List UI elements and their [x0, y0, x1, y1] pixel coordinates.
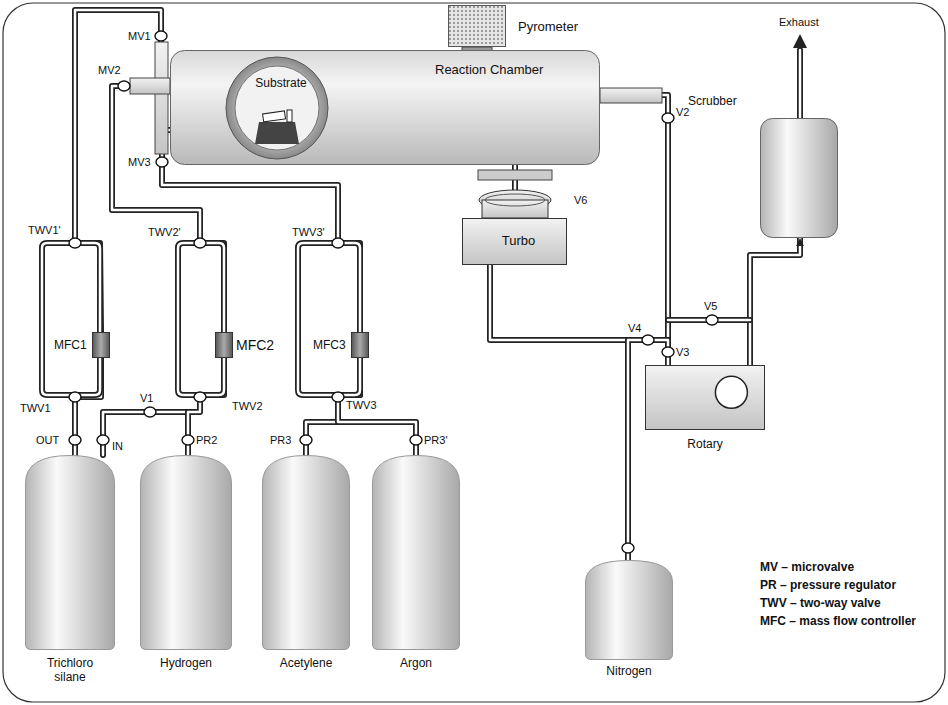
pipe-stroke: [750, 238, 800, 365]
pipe-stroke: [338, 358, 416, 455]
pyro-node: Pyrometer: [448, 5, 506, 47]
node-label: MFC1: [54, 338, 87, 352]
pyro-outline: [448, 5, 506, 47]
node-label: Nitrogen: [585, 664, 673, 678]
valve-label: MV3: [128, 156, 151, 169]
pipe-stroke: [490, 265, 668, 365]
valve-label: V1: [140, 392, 153, 405]
valve-label: MV1: [128, 30, 151, 43]
pipe-stroke: [103, 412, 188, 455]
valve-label: V2: [676, 106, 689, 119]
valve-label: TWV3': [292, 226, 325, 239]
scrub-outline: [760, 118, 838, 238]
cyl-node: Argon: [372, 455, 460, 650]
mfc-outline: [215, 332, 233, 358]
valve-label: V4: [628, 322, 641, 335]
cyl-node: Hydrogen: [140, 455, 232, 650]
valve-label: PR3: [270, 434, 291, 447]
cyl-node: Acetylene: [262, 455, 350, 650]
pipe-stroke: [103, 412, 188, 455]
cyl-outline: [140, 455, 232, 650]
gas-pipe: [600, 95, 668, 365]
pipe-stroke: [75, 10, 170, 332]
node-label: Reaction Chamber: [435, 62, 543, 78]
valve-label: IN: [112, 440, 123, 453]
node-label: Acetylene: [262, 656, 350, 670]
cyl-node: Trichloro silane: [25, 455, 115, 650]
gas-pipe: [490, 265, 668, 365]
substrate-outline: [225, 56, 329, 160]
gas-pipe: [750, 238, 804, 365]
scrub-node: Scrubber: [760, 118, 838, 238]
gas-pipe: [338, 358, 416, 455]
node-label: MFC3: [313, 338, 346, 352]
node-label: Argon: [372, 656, 460, 670]
valve-label: PR3': [424, 434, 448, 447]
valve-label: MV2: [98, 64, 121, 77]
chamber-node: Reaction ChamberSubstrate: [170, 50, 600, 165]
rotary-node: Rotary: [645, 365, 765, 430]
abbreviation-note: PR – pressure regulator: [760, 578, 896, 592]
node-label: Scrubber: [688, 94, 737, 108]
exhaust-label: Exhaust: [779, 16, 819, 29]
valve-label: TWV2': [148, 226, 181, 239]
valve-label: TWV2: [232, 400, 263, 413]
node-label: Turbo: [466, 233, 571, 249]
gas-pipe: [75, 10, 170, 332]
substrate-node: Substrate: [225, 56, 329, 160]
pipe-stroke: [600, 95, 668, 365]
node-label: Pyrometer: [518, 19, 578, 35]
cyl-node: Nitrogen: [585, 560, 673, 660]
cyl-outline: [25, 455, 115, 650]
valve-label: OUT: [36, 434, 59, 447]
rotary-outline: [645, 365, 765, 430]
mfc-node: MFC2: [215, 332, 233, 358]
mfc-node: MFC1: [92, 332, 110, 358]
node-label: Hydrogen: [140, 656, 232, 670]
node-label: Trichloro silane: [35, 656, 105, 685]
cyl-outline: [262, 455, 350, 650]
pipe-stroke: [750, 238, 800, 365]
valve-label: TWV3: [346, 399, 377, 412]
valve-label: V5: [704, 300, 717, 313]
valve-label: TWV1': [28, 224, 61, 237]
mfc-node: MFC3: [351, 332, 369, 358]
mfc-outline: [351, 332, 369, 358]
abbreviation-note: MV – microvalve: [760, 560, 854, 574]
valve-label: V3: [676, 346, 689, 359]
pipe-stroke: [338, 358, 416, 455]
abbreviation-note: MFC – mass flow controller: [760, 614, 916, 628]
arrow-head: [796, 238, 804, 246]
turbo-node: Turbo: [462, 218, 567, 265]
valve-label: PR2: [196, 434, 217, 447]
node-label: Substrate: [229, 76, 333, 90]
cyl-outline: [372, 455, 460, 650]
cyl-outline: [585, 560, 673, 660]
abbreviation-note: TWV – two-way valve: [760, 596, 881, 610]
valve-label: V6: [574, 194, 587, 207]
pipe-stroke: [490, 265, 668, 365]
node-label: MFC2: [236, 337, 274, 354]
gas-pipe: [103, 412, 188, 455]
pipe-stroke: [600, 95, 668, 365]
node-label: Rotary: [645, 437, 765, 451]
pipe-stroke: [75, 10, 170, 332]
mfc-outline: [92, 332, 110, 358]
valve-label: TWV1: [20, 402, 51, 415]
